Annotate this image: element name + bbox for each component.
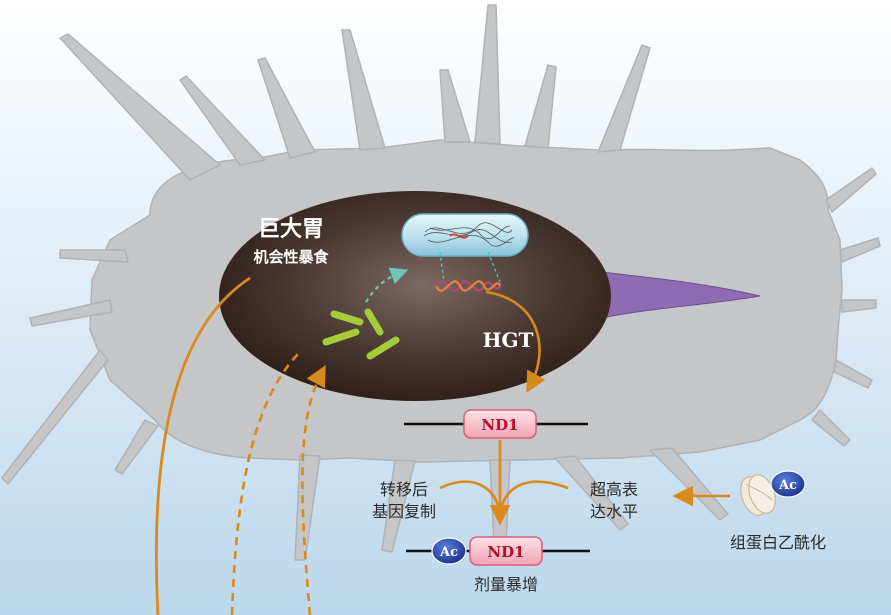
gene-box-bottom	[469, 536, 543, 566]
feeding-arrow-dashed-1	[230, 349, 303, 615]
zoom-lines	[439, 251, 501, 283]
gene-label-bottom: ND1	[487, 543, 524, 561]
post-transfer-line2: 基因复制	[372, 502, 436, 521]
bacteria-rods	[322, 308, 400, 360]
dosage-surge-label: 剂量暴增	[474, 575, 538, 594]
tail	[601, 271, 761, 319]
high-expr-arrow	[498, 480, 569, 513]
high-expr-line2: 达水平	[590, 502, 638, 521]
hgt-arrow	[485, 290, 546, 393]
ac-label-gene: Ac	[439, 545, 458, 560]
gene-label-top: ND1	[481, 416, 518, 434]
ac-label-histone: Ac	[778, 478, 797, 493]
bacterium-capsule	[401, 213, 529, 257]
high-expr-line1: 超高表	[590, 480, 638, 499]
title-main: 巨大胃	[258, 217, 324, 242]
title-sub: 机会性暴食	[253, 248, 329, 266]
dna-helix-icon	[434, 280, 502, 292]
hgt-label: HGT	[483, 328, 534, 352]
feeding-arrow-solid	[154, 276, 251, 615]
ac-badge-histone: Ac	[770, 470, 806, 498]
uptake-arrow	[365, 267, 409, 303]
gene-box-top	[463, 409, 537, 439]
ac-badge-gene: Ac	[431, 537, 467, 565]
post-transfer-line1: 转移后	[380, 480, 428, 499]
histone-acetylation-label: 组蛋白乙酰化	[730, 533, 826, 552]
histone-icon	[740, 474, 776, 516]
post-transfer-arrow	[439, 480, 502, 513]
feeding-arrow-dashed-2	[301, 365, 326, 615]
